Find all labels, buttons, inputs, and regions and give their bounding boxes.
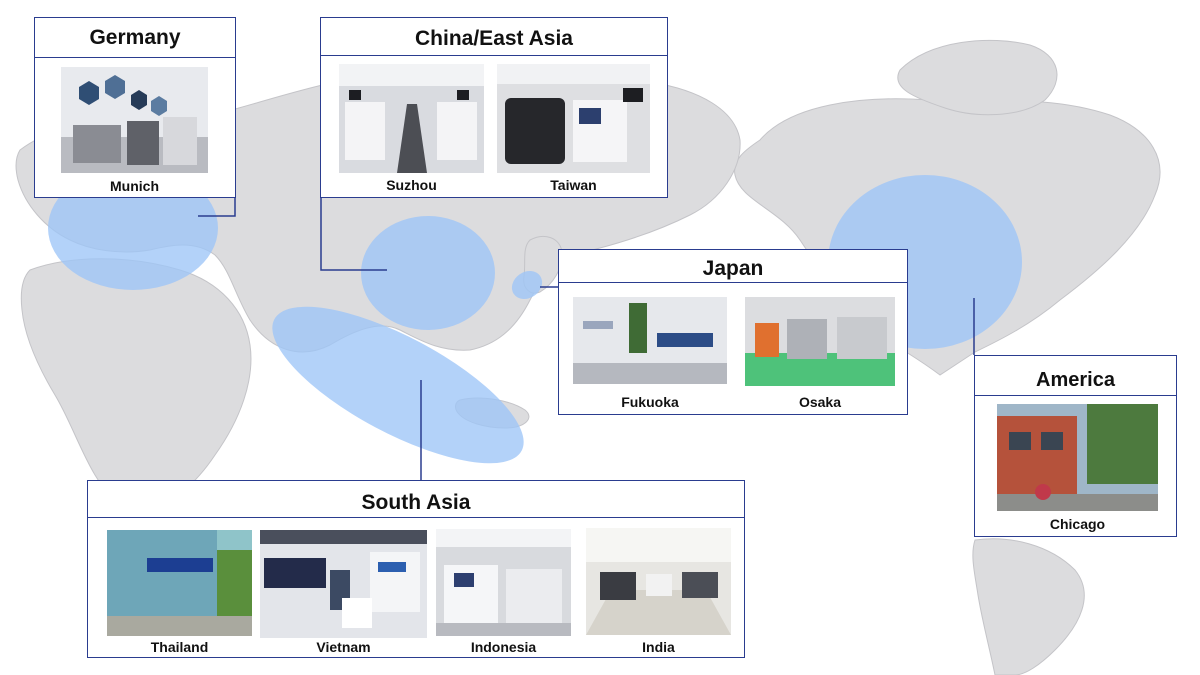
photo-indonesia	[436, 529, 571, 636]
highlight-japan	[511, 270, 543, 300]
caption-chicago: Chicago	[1049, 516, 1106, 532]
photo-chicago	[997, 404, 1158, 511]
region-box-south-asia: South Asia Thailand Vietnam	[87, 480, 745, 658]
photo-suzhou	[339, 64, 484, 173]
region-title-south-asia: South Asia	[88, 481, 744, 518]
region-title-america: America	[975, 356, 1176, 396]
photo-osaka	[745, 297, 895, 386]
region-title-germany: Germany	[35, 18, 235, 58]
caption-indonesia: Indonesia	[470, 639, 537, 655]
region-box-germany: Germany Munich	[34, 17, 236, 198]
caption-fukuoka: Fukuoka	[621, 394, 679, 410]
photo-india	[586, 528, 731, 635]
photo-thailand	[107, 530, 252, 636]
continent-south-america	[972, 538, 1085, 675]
continent-africa	[20, 258, 252, 512]
caption-munich: Munich	[110, 178, 159, 194]
region-box-america: America Chicago	[974, 355, 1177, 537]
caption-vietnam: Vietnam	[316, 639, 371, 655]
photo-taiwan	[497, 64, 650, 173]
region-title-japan: Japan	[559, 250, 907, 283]
caption-osaka: Osaka	[798, 394, 842, 410]
region-title-china-east-asia: China/East Asia	[321, 18, 667, 56]
region-box-japan: Japan Fukuoka Osaka	[558, 249, 908, 415]
connector-china	[320, 198, 387, 271]
region-box-china-east-asia: China/East Asia Suzhou Taiw	[320, 17, 668, 198]
caption-suzhou: Suzhou	[386, 177, 437, 193]
continent-greenland	[897, 39, 1058, 116]
highlight-east-asia	[361, 216, 495, 330]
photo-vietnam	[260, 530, 427, 638]
highlight-south-asia	[272, 306, 524, 464]
photo-munich	[61, 67, 208, 173]
caption-taiwan: Taiwan	[550, 177, 597, 193]
connector-lines	[198, 198, 975, 480]
caption-india: India	[642, 639, 675, 655]
caption-thailand: Thailand	[150, 639, 209, 655]
photo-fukuoka	[573, 297, 727, 384]
connector-germany	[198, 198, 236, 217]
